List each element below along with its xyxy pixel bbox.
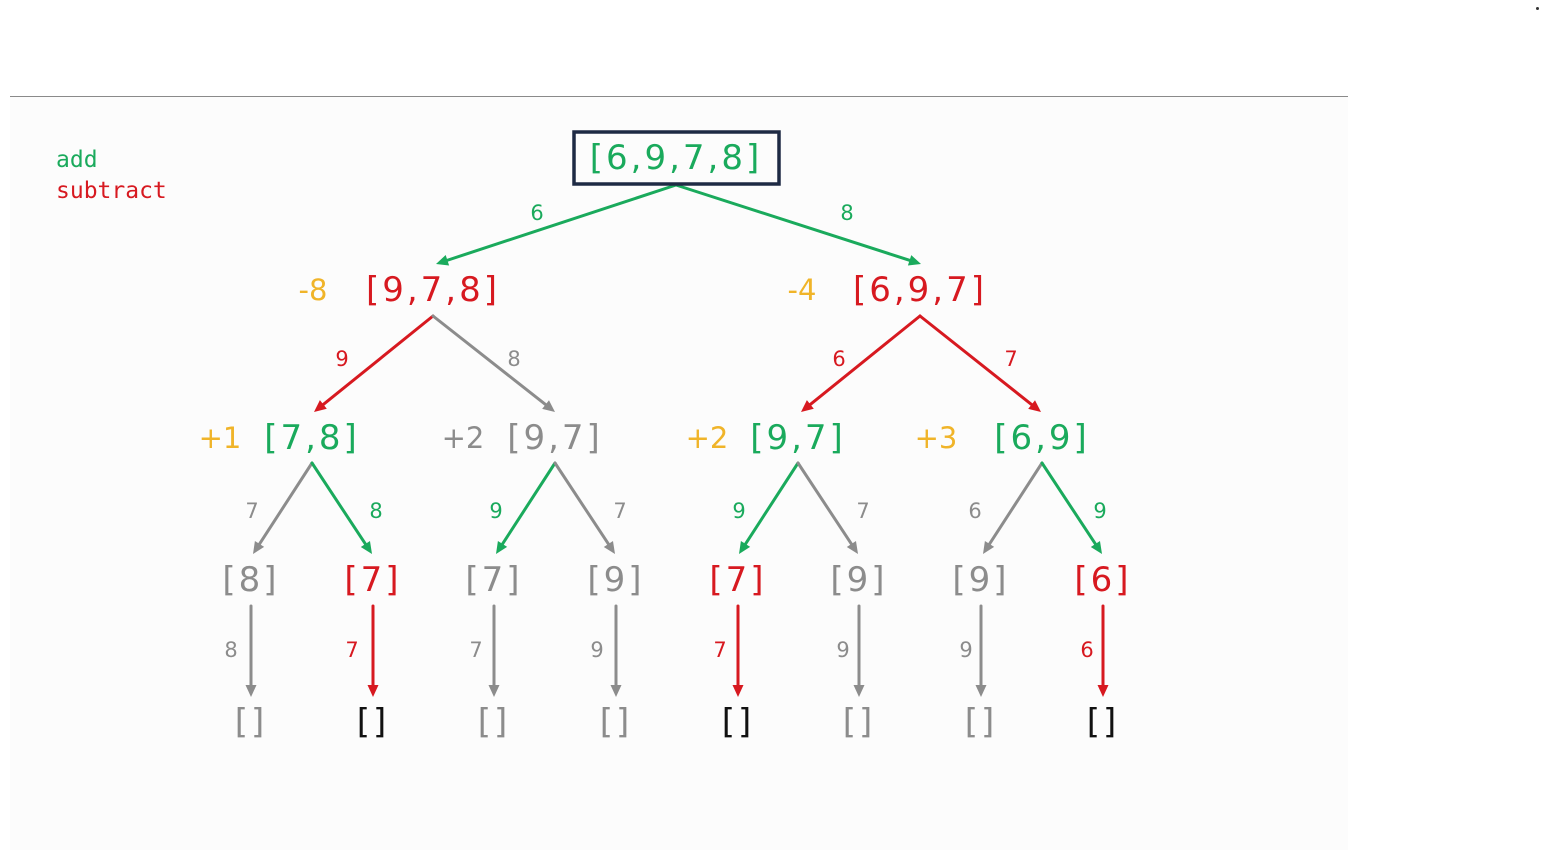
node-RRL: [9] — [952, 560, 1009, 600]
node-LLR: [7] — [344, 560, 401, 600]
arrowhead-icon — [739, 540, 751, 554]
score-RR: +3 — [915, 421, 958, 455]
edge-label-RLL-E5: 7 — [713, 638, 726, 662]
arrowhead-icon — [846, 540, 858, 554]
edge-label-RRL-E7: 9 — [959, 638, 972, 662]
arrowhead-icon — [253, 540, 265, 554]
edge-label-RLR-E6: 9 — [836, 638, 849, 662]
arrowhead-icon — [610, 685, 622, 697]
node-RRR: [6] — [1074, 560, 1131, 600]
root-node-box — [572, 130, 781, 186]
score-LR: +2 — [442, 421, 485, 455]
node-RR: [6,9] — [994, 418, 1090, 458]
arrowhead-icon — [367, 685, 379, 697]
edge-label-LL-LLR: 8 — [369, 499, 382, 523]
edge-label-R-RR: 7 — [1004, 347, 1017, 371]
arrowhead-icon — [975, 685, 987, 697]
edge-label-R-RL: 6 — [832, 347, 845, 371]
score-LL: +1 — [199, 421, 242, 455]
edge-label-L-LL: 9 — [335, 347, 348, 371]
edge-L-LL — [321, 314, 435, 406]
edge-label-L-LR: 8 — [507, 347, 520, 371]
arrowhead-icon — [542, 400, 555, 412]
corner-dot — [1536, 7, 1539, 10]
arrowhead-icon — [983, 540, 995, 554]
edge-root-R — [674, 183, 912, 262]
node-LLL: [8] — [222, 560, 279, 600]
edge-label-LLL-E1: 8 — [224, 638, 237, 662]
node-E1: [] — [235, 702, 268, 742]
node-E4: [] — [600, 702, 633, 742]
edge-label-RR-RRL: 6 — [968, 499, 981, 523]
node-L: [9,7,8] — [366, 270, 500, 310]
arrowhead-icon — [853, 685, 865, 697]
node-RL: [9,7] — [750, 418, 846, 458]
edge-root-L — [445, 183, 678, 262]
arrowhead-icon — [360, 540, 372, 554]
node-LR: [9,7] — [507, 418, 603, 458]
node-LRR: [9] — [587, 560, 644, 600]
arrowhead-icon — [488, 685, 500, 697]
arrowhead-icon — [603, 540, 615, 554]
node-E3: [] — [478, 702, 511, 742]
edge-LR-LRL — [501, 461, 557, 546]
edge-label-LRR-E4: 9 — [590, 638, 603, 662]
node-root: [6,9,7,8] — [590, 138, 762, 178]
edge-label-LR-LRL: 9 — [489, 499, 502, 523]
edge-LR-LRR — [553, 461, 610, 546]
arrowhead-icon — [1097, 685, 1109, 697]
edge-label-RRR-E8: 6 — [1080, 638, 1093, 662]
edge-label-RL-RLR: 7 — [856, 499, 869, 523]
arrowhead-icon — [907, 255, 921, 266]
edge-LL-LLL — [258, 461, 314, 546]
arrowhead-icon — [245, 685, 257, 697]
node-R: [6,9,7] — [853, 270, 987, 310]
edge-RL-RLL — [744, 461, 800, 546]
arrowhead-icon — [732, 685, 744, 697]
node-RLL: [7] — [709, 560, 766, 600]
score-L: -8 — [299, 273, 328, 307]
node-E6: [] — [843, 702, 876, 742]
edge-label-LLR-E2: 7 — [345, 638, 358, 662]
edge-R-RL — [808, 314, 922, 406]
edge-LL-LLR — [310, 461, 367, 546]
edge-RR-RRR — [1040, 461, 1097, 546]
score-RL: +2 — [686, 421, 729, 455]
edge-label-RR-RRR: 9 — [1093, 499, 1106, 523]
edge-L-LR — [431, 314, 548, 407]
edge-label-RL-RLL: 9 — [732, 499, 745, 523]
edge-label-root-R: 8 — [840, 201, 853, 225]
legend-subtract: subtract — [56, 178, 167, 204]
arrowhead-icon — [436, 255, 450, 266]
edge-label-root-L: 6 — [530, 201, 543, 225]
node-E2: [] — [357, 702, 390, 742]
edge-label-LR-LRR: 7 — [613, 499, 626, 523]
node-E7: [] — [965, 702, 998, 742]
edge-RL-RLR — [796, 461, 853, 546]
arrowhead-icon — [801, 400, 814, 412]
arrowhead-icon — [1028, 400, 1041, 412]
node-LL: [7,8] — [264, 418, 360, 458]
node-E5: [] — [722, 702, 755, 742]
legend: add subtract — [56, 145, 167, 207]
arrowhead-icon — [1090, 540, 1102, 554]
node-E8: [] — [1087, 702, 1120, 742]
node-RLR: [9] — [830, 560, 887, 600]
arrowhead-icon — [496, 540, 508, 554]
divider-line — [10, 96, 1348, 97]
edge-RR-RRL — [988, 461, 1044, 546]
edge-R-RR — [918, 314, 1034, 407]
arrowhead-icon — [314, 400, 327, 412]
legend-add: add — [56, 147, 98, 173]
diagram-panel — [10, 97, 1348, 850]
edge-label-LRL-E3: 7 — [469, 638, 482, 662]
score-R: -4 — [788, 273, 817, 307]
node-LRL: [7] — [465, 560, 522, 600]
edge-label-LL-LLL: 7 — [245, 499, 258, 523]
